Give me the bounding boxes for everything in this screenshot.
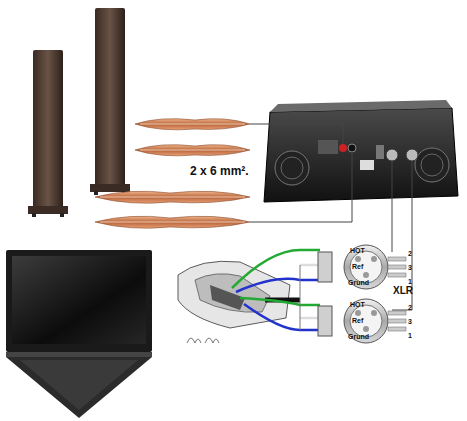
- pin-name: HOT: [350, 247, 365, 254]
- speaker-cable: [95, 191, 250, 228]
- pin-number: 3: [408, 264, 412, 271]
- pin-number: 3: [408, 318, 412, 325]
- pin-number: 1: [408, 332, 412, 339]
- xlr-plug: [318, 299, 406, 343]
- pin-name: Grund: [348, 333, 369, 340]
- amplifier: [264, 100, 458, 202]
- pin-number: 2: [408, 304, 412, 311]
- pin-name: Ref: [352, 317, 363, 324]
- flat-tv: [6, 250, 152, 418]
- pin-name: HOT: [350, 301, 365, 308]
- xlr-plug: [318, 245, 406, 289]
- pin-name: Ref: [352, 263, 363, 270]
- pin-name: Grund: [348, 279, 369, 286]
- cable-spec: 2 x 6 mm².: [190, 165, 249, 177]
- pin-number: 1: [408, 278, 412, 285]
- tower-speaker: [28, 50, 68, 217]
- cable-schematic: [178, 250, 330, 343]
- speaker-cable: [135, 119, 250, 156]
- connector-name: XLR: [393, 286, 413, 296]
- pin-number: 2: [408, 250, 412, 257]
- tower-speaker: [90, 8, 130, 195]
